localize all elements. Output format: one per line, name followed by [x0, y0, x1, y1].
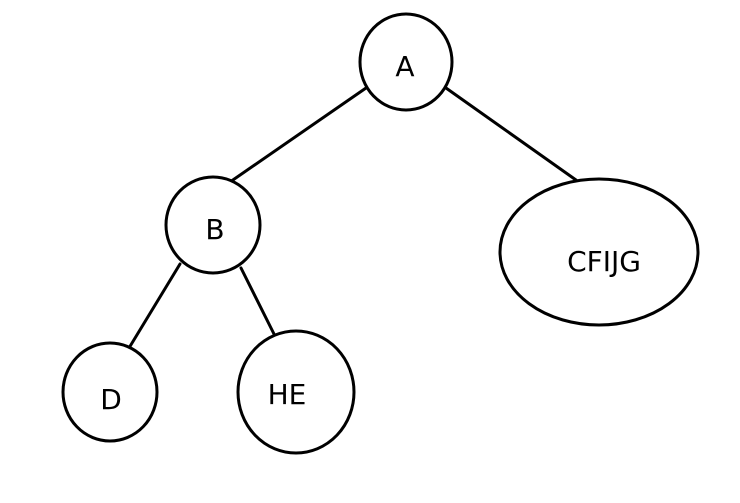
- node-cfijg-label: CFIJG: [567, 245, 641, 278]
- node-he-circle: [236, 329, 356, 455]
- edge-a-cfijg: [444, 86, 578, 182]
- edge-b-d: [127, 262, 182, 350]
- node-d: D: [61, 341, 159, 443]
- node-cfijg-ellipse: [498, 177, 700, 327]
- node-cfijg: CFIJG: [498, 177, 700, 327]
- node-b-label: B: [205, 213, 224, 246]
- node-b-circle: [164, 175, 262, 275]
- node-d-circle: [61, 341, 159, 443]
- edge-b-he: [239, 266, 277, 338]
- node-a-label: A: [395, 50, 414, 83]
- node-b: B: [164, 175, 262, 275]
- node-he-label: HE: [268, 378, 307, 411]
- node-a: A: [358, 12, 454, 112]
- node-d-label: D: [100, 383, 122, 416]
- node-a-circle: [358, 12, 454, 112]
- node-he: HE: [236, 329, 356, 455]
- edge-a-b: [228, 86, 368, 184]
